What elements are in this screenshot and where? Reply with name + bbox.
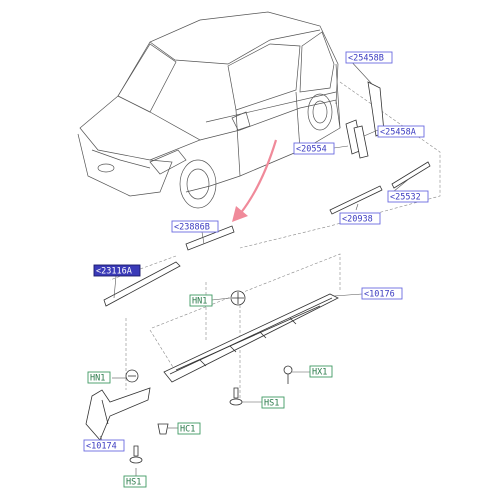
car-illustration (77, 11, 341, 209)
svg-text:HN1: HN1 (192, 297, 207, 307)
callout-hc1[interactable]: HC1 (177, 422, 201, 435)
screw-hs1-right (233, 387, 239, 399)
small-moulding-part (391, 161, 431, 189)
door-moulding-part (329, 185, 383, 215)
callout-hx1[interactable]: HX1 (309, 365, 333, 378)
svg-text:<25458B: <25458B (348, 54, 384, 64)
callout-hs1-right[interactable]: HS1 (261, 396, 285, 409)
svg-text:HC1: HC1 (180, 425, 195, 435)
sill-moulding-part (103, 261, 181, 307)
callout-hs1-bottom[interactable]: HS1 (123, 475, 147, 488)
svg-text:<20938: <20938 (342, 215, 373, 225)
svg-text:HN1: HN1 (90, 374, 105, 384)
svg-text:<23886B: <23886B (174, 223, 210, 233)
svg-text:HX1: HX1 (312, 368, 327, 378)
callout-25458b[interactable]: <25458B (345, 51, 393, 64)
callout-25532[interactable]: <25532 (387, 190, 429, 203)
sill-end-cap-part (85, 387, 151, 441)
svg-text:HS1: HS1 (126, 478, 141, 488)
svg-text:<23116A: <23116A (96, 267, 132, 277)
callout-23116a[interactable]: <23116A (93, 264, 141, 277)
dashed-guides (109, 81, 441, 400)
callout-10176[interactable]: <10176 (361, 287, 403, 300)
callout-25458a[interactable]: <25458A (377, 125, 425, 138)
screw-hs1-bottom (133, 445, 139, 457)
callout-10174[interactable]: <10174 (83, 439, 125, 452)
callout-23886b[interactable]: <23886B (171, 220, 219, 233)
svg-text:<25532: <25532 (390, 193, 421, 203)
svg-text:HS1: HS1 (264, 399, 279, 409)
parts (85, 81, 431, 464)
callout-20554[interactable]: <20554 (293, 142, 335, 155)
assembly-direction-arrow (232, 139, 278, 222)
clip-hc1 (157, 423, 169, 435)
svg-text:<20554: <20554 (296, 145, 327, 155)
svg-text:<10174: <10174 (86, 442, 117, 452)
svg-text:<10176: <10176 (364, 290, 395, 300)
screw-hx1 (283, 365, 293, 375)
svg-text:<25458A: <25458A (380, 128, 416, 138)
callout-hn1-top[interactable]: HN1 (189, 294, 213, 307)
rear-trim-piece-part (353, 125, 369, 159)
callout-20938[interactable]: <20938 (339, 212, 381, 225)
callout-hn1-left[interactable]: HN1 (87, 371, 111, 384)
